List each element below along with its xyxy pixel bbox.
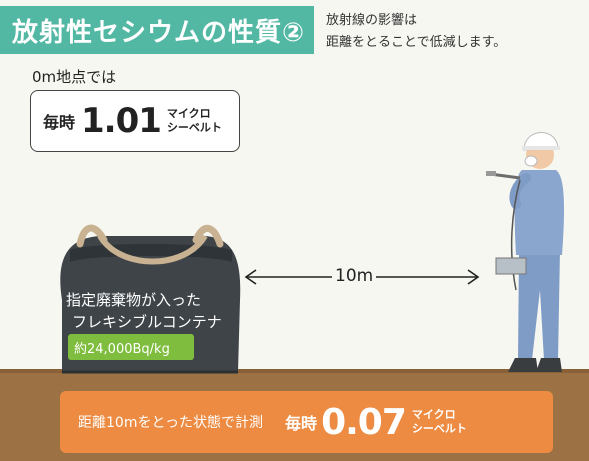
- subtitle-line-1: 放射線の影響は: [326, 13, 418, 28]
- container-label-line-1: 指定廃棄物が入った: [66, 291, 202, 309]
- subtitle: 放射線の影響は 距離をとることで低減します。: [326, 10, 506, 54]
- far-unit-line-2: シーベルト: [411, 422, 467, 435]
- ground-edge: [0, 369, 589, 375]
- concentration-badge: 約24,000Bq/kg: [68, 334, 194, 360]
- near-reading-unit: マイクロ シーベルト: [167, 107, 222, 135]
- page-title: 放射性セシウムの性質②: [12, 17, 306, 48]
- container-label-line-2: フレキシブルコンテナ: [72, 313, 222, 331]
- far-unit-line-1: マイクロ: [411, 408, 456, 421]
- near-point-label: 0m地点では: [32, 68, 117, 86]
- near-unit-line-1: マイクロ: [166, 107, 211, 120]
- worker-figure: [486, 132, 564, 372]
- near-unit-line-2: シーベルト: [166, 121, 222, 134]
- far-reading-unit: マイクロ シーベルト: [412, 408, 467, 436]
- distance-label: 10m: [332, 266, 377, 286]
- far-reading-description: 距離10mをとった状態で計測: [78, 415, 264, 431]
- near-reading-value: 1.01: [81, 101, 162, 141]
- subtitle-line-2: 距離をとることで低減します。: [326, 35, 507, 50]
- near-reading-per: 毎時: [43, 113, 76, 132]
- title-banner: 放射性セシウムの性質②: [0, 6, 314, 54]
- concentration-value: 約24,000Bq/kg: [74, 341, 170, 357]
- near-reading-box: 毎時 1.01 マイクロ シーベルト: [30, 90, 240, 152]
- far-reading-per: 毎時: [285, 414, 318, 433]
- far-reading-value: 0.07: [321, 401, 407, 443]
- far-reading-bar: 距離10mをとった状態で計測 毎時 0.07 マイクロ シーベルト: [60, 391, 553, 453]
